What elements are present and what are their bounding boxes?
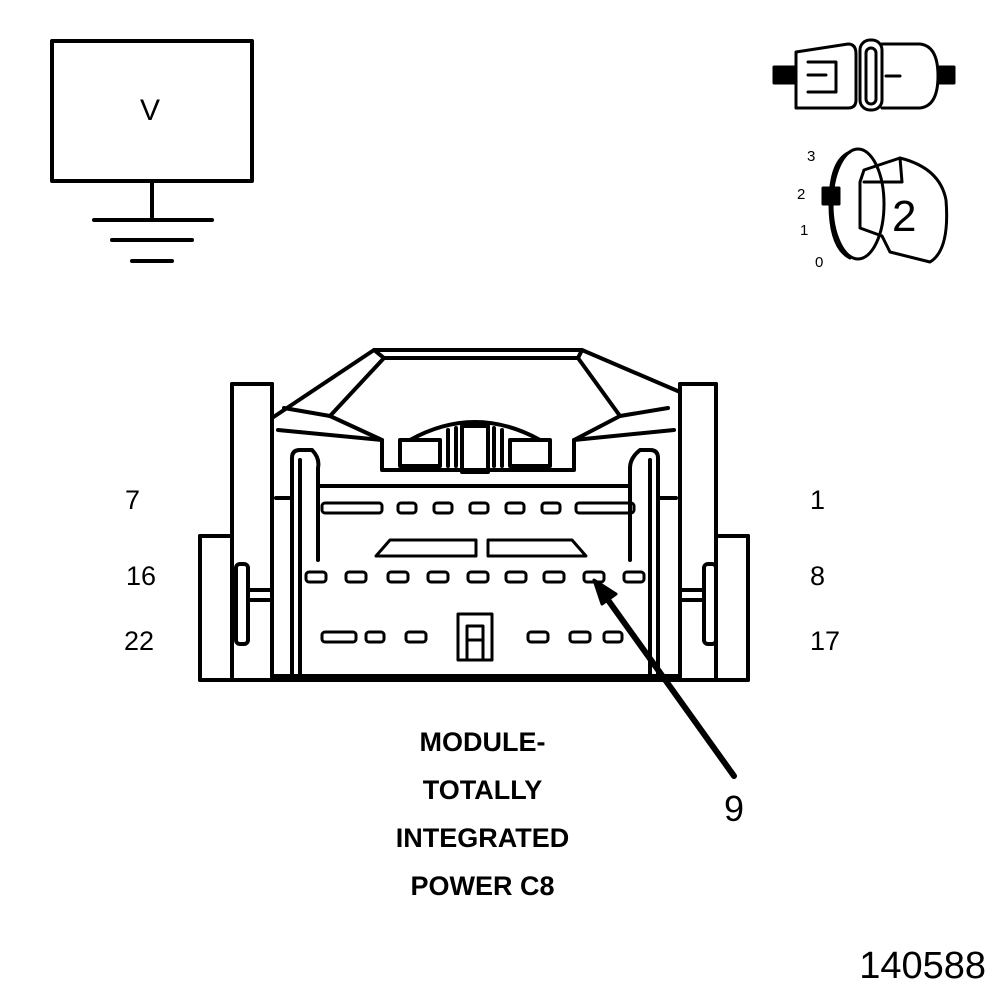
callout-pin-label: 9 bbox=[724, 788, 745, 829]
pin-row-2 bbox=[304, 570, 646, 584]
probe-connector-icon bbox=[772, 38, 956, 112]
probe-scale-mark-2: 2 bbox=[797, 186, 806, 203]
caption-line-1: MODULE- bbox=[419, 727, 546, 757]
probe-scale-mark-1: 1 bbox=[800, 222, 809, 239]
pin-label-1: 1 bbox=[810, 485, 826, 515]
probe-scale-mark-3: 3 bbox=[807, 148, 816, 165]
callout-arrow bbox=[592, 578, 737, 779]
pin-row-3 bbox=[320, 612, 624, 662]
voltmeter-box bbox=[50, 39, 254, 222]
ground-icon bbox=[92, 218, 214, 263]
connector-body bbox=[198, 348, 750, 682]
figure-number: 140588 bbox=[859, 945, 986, 987]
probe-knob-icon bbox=[821, 147, 949, 264]
probe-scale-mark-0: 0 bbox=[815, 254, 824, 271]
pin-row-1 bbox=[320, 501, 636, 558]
pin-label-7: 7 bbox=[125, 485, 141, 515]
pin-label-8: 8 bbox=[810, 561, 826, 591]
caption-line-4: POWER C8 bbox=[410, 871, 555, 901]
caption-line-3: INTEGRATED bbox=[395, 823, 570, 853]
pin-label-17: 17 bbox=[810, 626, 841, 656]
connector-caption: MODULE- TOTALLY INTEGRATED POWER C8 bbox=[350, 718, 615, 910]
pin-label-16: 16 bbox=[126, 561, 157, 591]
pin-label-22: 22 bbox=[124, 626, 155, 656]
caption-line-2: TOTALLY bbox=[422, 775, 543, 805]
probe-type-label: 2 bbox=[892, 192, 917, 241]
voltmeter-label: V bbox=[140, 94, 161, 127]
